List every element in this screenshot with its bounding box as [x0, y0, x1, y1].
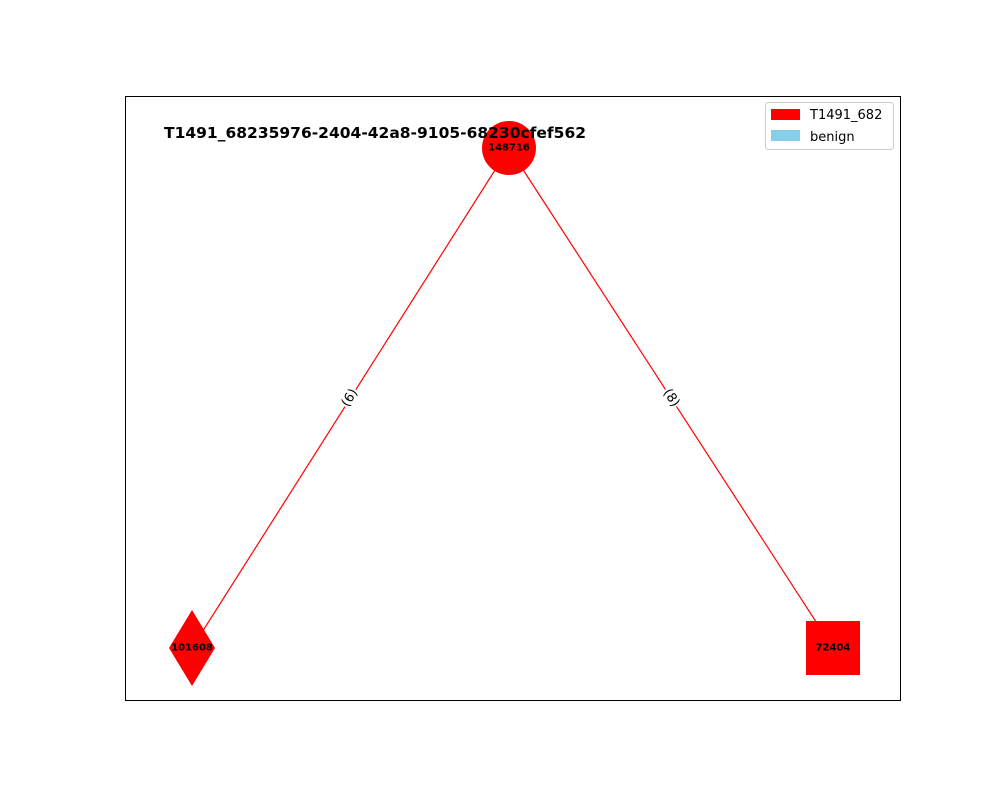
edge-label-group-1: (8)	[658, 384, 684, 412]
graph-title: T1491_68235976-2404-42a8-9105-68230cfef5…	[164, 124, 586, 142]
node-72404-square	[806, 621, 860, 675]
legend-label-t1491: T1491_682	[809, 108, 882, 123]
plot-frame	[125, 96, 901, 701]
legend-swatch-benign	[771, 130, 800, 141]
node-148716-circle	[482, 121, 536, 175]
legend-swatch-t1491	[771, 109, 800, 120]
legend-label-benign: benign	[810, 130, 855, 145]
edge-label-group-0: (6)	[337, 384, 363, 412]
legend: T1491_682 benign	[765, 102, 894, 150]
edge-label-bg	[337, 384, 363, 412]
node-label-148716: 148716	[488, 143, 530, 154]
node-label-101608: 101608	[171, 643, 213, 654]
node-label-72404: 72404	[816, 643, 851, 654]
edge-label-bg	[658, 384, 684, 412]
node-101608-diamond	[169, 610, 215, 686]
